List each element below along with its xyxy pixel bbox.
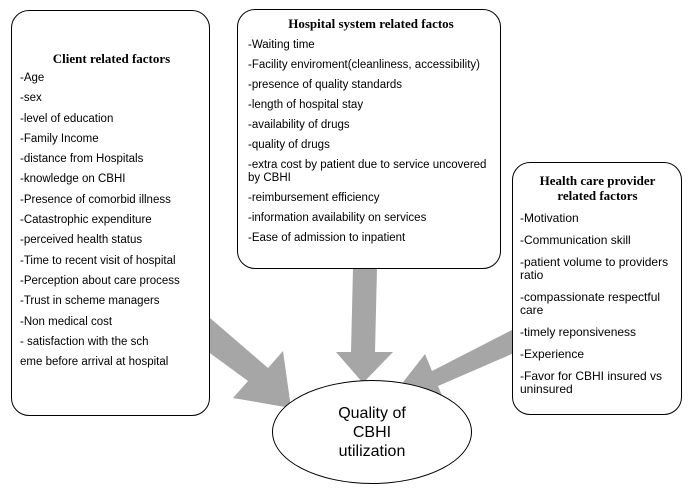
list-item: -availability of drugs [248,119,350,131]
list-item: - satisfaction with the sch [20,335,149,348]
list-item: -perceived health status [20,234,143,247]
center-label-line: utilization [338,442,406,460]
list-item: -level of education [20,112,114,125]
client-factors-list: -Age -sex -level of education -Family In… [20,72,203,369]
provider-factors-list: -Motivation -Communication skill -patien… [520,212,675,396]
list-item: -Experience [520,347,585,361]
list-item: -knowledge on CBHI [20,173,126,186]
list-item: -Non medical cost [20,315,113,328]
client-factors-title: Client related factors [52,51,171,66]
list-item: -Favor for CBHI insured vs uninsured [520,369,663,396]
hospital-factors-list: -Waiting time -Facility enviroment(clean… [248,39,494,245]
client-factors-box: Client related factors -Age -sex -level … [11,10,210,416]
list-item: eme before arrival at hospital [20,356,169,369]
list-item: -Trust in scheme managers [20,295,160,308]
center-label-line: CBHI [352,423,392,441]
list-item: -patient volume to providers ratio [520,255,669,282]
list-item: -Family Income [20,132,99,145]
center-label-line: Quality of [338,404,406,422]
arrow-client-to-center [192,318,291,408]
list-item: -Time to recent visit of hospital [20,254,176,267]
list-item: -Presence of comorbid illness [20,193,171,206]
provider-factors-box: Health care provider related factors -Mo… [512,162,682,415]
list-item: -sex [20,92,42,105]
list-item: -Age [20,72,45,84]
list-item: -compassionate respectful care [520,290,661,317]
list-item: -Facility enviroment(cleanliness, access… [248,59,480,71]
provider-factors-title: Health care provider related factors [520,173,675,203]
list-item: -timely reponsiveness [520,325,637,339]
list-item: -presence of quality standards [248,79,403,91]
arrow-provider-to-center [393,330,521,405]
hospital-factors-box: Hospital system related factos -Waiting … [237,9,501,269]
list-item: -length of hospital stay [248,99,364,111]
list-item: -reimbursement efficiency [248,192,380,204]
hospital-factors-title: Hospital system related factos [288,16,454,31]
list-item: -Communication skill [520,233,631,247]
provider-title-line: related factors [557,188,638,203]
center-label: Quality of CBHI utilization [327,404,417,461]
list-item: -Motivation [520,211,579,225]
list-item: -Ease of admission to inpatient [248,232,406,244]
list-item: -Perception about care process [20,274,180,287]
arrow-hospital-to-center [336,268,393,383]
provider-title-line: Health care provider [539,173,656,188]
quality-utilization-ellipse: Quality of CBHI utilization [272,380,472,484]
list-item: -distance from Hospitals [20,153,144,166]
list-item: -Catastrophic expenditure [20,214,152,227]
list-item: -quality of drugs [248,139,330,151]
list-item: -information availability on services [248,212,427,224]
list-item: -extra cost by patient due to service un… [248,159,487,184]
list-item: -Waiting time [248,39,315,51]
